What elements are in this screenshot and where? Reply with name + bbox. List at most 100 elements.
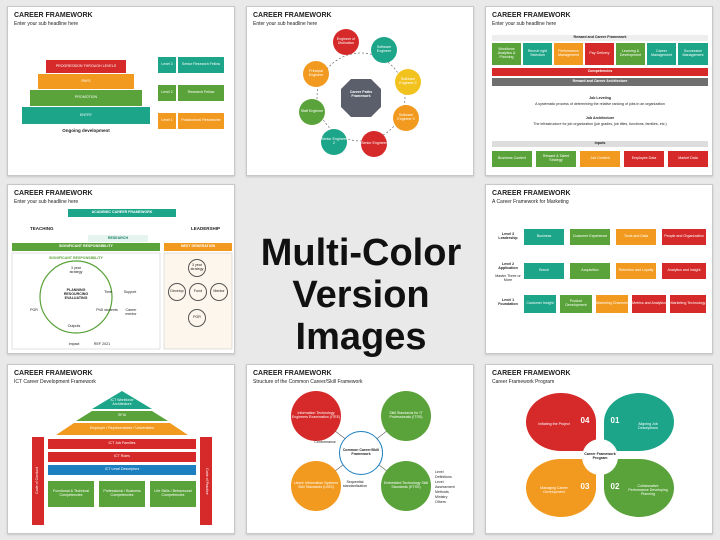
next-item-2: Develop [168, 283, 186, 301]
center-line-2: Version Images [292, 274, 430, 358]
part-1-num: 01 [610, 416, 620, 425]
pillar-right: Code of Practice [200, 437, 212, 525]
part-2-num: 02 [610, 482, 620, 491]
node-6: Staff Engineer [299, 99, 325, 125]
l3-box-4: People and Organization [662, 229, 706, 245]
l3-box-2: Customer Experience [570, 229, 610, 245]
bottom-box-5: Market Data [668, 151, 708, 167]
cycle-item-7: Impact [68, 342, 80, 346]
cycle-item-1: 3 year strategy [69, 266, 83, 274]
bottom-box-1: Business Context [492, 151, 532, 167]
next-item-1: 3 year strategy [188, 259, 206, 277]
house-roof [56, 391, 188, 435]
pillar-left: Code of Conduct [32, 437, 44, 525]
slide-thumbnail-1[interactable]: CAREER FRAMEWORK Enter your sub headline… [7, 6, 235, 176]
slide-title: CAREER FRAMEWORK [14, 370, 93, 377]
bottom-2: Professional / Business Competencies [99, 481, 145, 507]
link-left: Conformance [314, 440, 336, 444]
cycle-item-4: PhD students [96, 308, 118, 312]
top-box-2: Recruit right Selection [523, 43, 552, 65]
bullet-4: Assessment [435, 485, 455, 489]
leadership-label: LEADERSHIP [190, 226, 220, 231]
bullet-3: Level [435, 480, 444, 484]
l1-box-2: Product Development [560, 295, 592, 313]
hub: Common Career/Skill Framework [339, 431, 383, 475]
level-1-badge: Level 1 [158, 113, 176, 129]
node-2: Skill Standards for IT Professionals (IT… [381, 391, 431, 441]
top-box-1: Workforce Analytics & Planning [492, 43, 521, 65]
top-box-4: Pay Delivery [585, 43, 614, 65]
bullet-5: Methods [435, 490, 449, 494]
reward-arch-bar: Reward and Career Architecture [492, 78, 708, 86]
l1-box-3: Marketing Channels [596, 295, 628, 313]
level-2-text: Research Fellow [178, 85, 224, 101]
step-3: PROMOTION [30, 90, 142, 106]
slide-thumbnail-5[interactable]: CAREER FRAMEWORK A Career Framework for … [485, 184, 713, 354]
next-item-5: PGR [188, 309, 206, 327]
hub-label: Career Paths Framework [349, 90, 373, 98]
node-4: Embedded Technology Skill Standards (ETS… [381, 461, 431, 511]
slide-subtitle: Enter your sub headline here [14, 199, 79, 205]
cycle-title: SIGNIFICANT RESPONSIBILITY [49, 256, 103, 260]
next-item-3: Fund [189, 283, 207, 301]
footer-label: Ongoing development [62, 128, 110, 133]
slide-title: CAREER FRAMEWORK [14, 12, 93, 19]
l1-box-1: Customer Insight [524, 295, 556, 313]
job-arch-desc: The infrastructure for job organization … [533, 122, 667, 126]
part-2-blob [604, 459, 674, 517]
link-bottom: Sequential standardization [342, 480, 368, 488]
cycle-item-5: Career mentor [125, 308, 137, 316]
top-box-3: Performance Management [554, 43, 583, 65]
part-3-text: Managing Career Development [540, 486, 568, 494]
slide-thumbnail-2[interactable]: CAREER FRAMEWORK Enter your sub headline… [246, 6, 474, 176]
row-3: ICT Level Descriptors [48, 465, 196, 475]
bottom-3: Life Skills / Behavioural Competencies [150, 481, 196, 507]
bullet-6: Ministry [435, 495, 448, 499]
slide-subtitle: A Career Framework for Marketing [492, 199, 569, 205]
part-4-text: Initiating the Project [538, 422, 570, 426]
l2-box-3: Retention and Loyalty [616, 263, 656, 279]
level-3-text: Senior Research Fellow [178, 57, 224, 73]
top-box-7: Succession Management [678, 43, 708, 65]
slide-subtitle: Enter your sub headline here [14, 21, 79, 27]
level-1-text: Postdoctoral Researcher [178, 113, 224, 129]
node-7: Principal Engineer [303, 61, 329, 87]
bottom-box-3: Job Content [580, 151, 620, 167]
research-label: RESEARCH [88, 235, 148, 242]
part-4-num: 04 [580, 416, 590, 425]
job-leveling-desc: A systematic process of determining the … [535, 102, 665, 106]
slide-thumbnail-7[interactable]: CAREER FRAMEWORK Structure of the Common… [246, 364, 474, 534]
slide-title: CAREER FRAMEWORK [492, 190, 571, 197]
row-2: ICT Roles [48, 452, 196, 462]
part-3-num: 03 [580, 482, 590, 491]
l2-box-1: Brand [524, 263, 564, 279]
next-gen-bar: NEXT GENERATION [164, 243, 232, 251]
slide-subtitle: Career Framework Program [492, 379, 555, 385]
row-1: ICT Job Families [48, 439, 196, 449]
teaching-label: TEACHING [30, 226, 54, 231]
step-4: ENTRY [22, 107, 150, 124]
l2-box-2: Acquisition [570, 263, 610, 279]
slide-thumbnail-4[interactable]: CAREER FRAMEWORK Enter your sub headline… [7, 184, 235, 354]
l3-box-3: Tools and Data [616, 229, 656, 245]
node-5: Senior Engineer 2 [321, 129, 347, 155]
slide-thumbnail-3[interactable]: CAREER FRAMEWORK Enter your sub headline… [485, 6, 713, 176]
l2-box-4: Analytics and Insight [662, 263, 706, 279]
step-2: PAYS [38, 74, 134, 89]
slide-thumbnail-8[interactable]: CAREER FRAMEWORK Career Framework Progra… [485, 364, 713, 534]
inputs-label: Inputs [492, 141, 708, 147]
slide-subtitle: ICT Career Development Framework [14, 379, 96, 385]
job-arch-title: Job Architecture [585, 116, 615, 120]
level-3-name: Level 3 Leadership [498, 232, 518, 240]
node-3: Software Engineer 3 [393, 105, 419, 131]
slide-thumbnail-6[interactable]: CAREER FRAMEWORK ICT Career Development … [7, 364, 235, 534]
bullet-7: Others [435, 500, 446, 504]
bullet-2: Definitions [435, 475, 452, 479]
level-2-note: Master Three or More [495, 274, 521, 282]
l3-box-1: Business [524, 229, 564, 245]
center-line-1: Multi-Color [260, 232, 462, 274]
top-box-5: Learning & Development [616, 43, 645, 65]
competencies-bar: Competencies [492, 68, 708, 76]
slide-title: CAREER FRAMEWORK [253, 12, 332, 19]
part-4-blob [526, 393, 596, 451]
